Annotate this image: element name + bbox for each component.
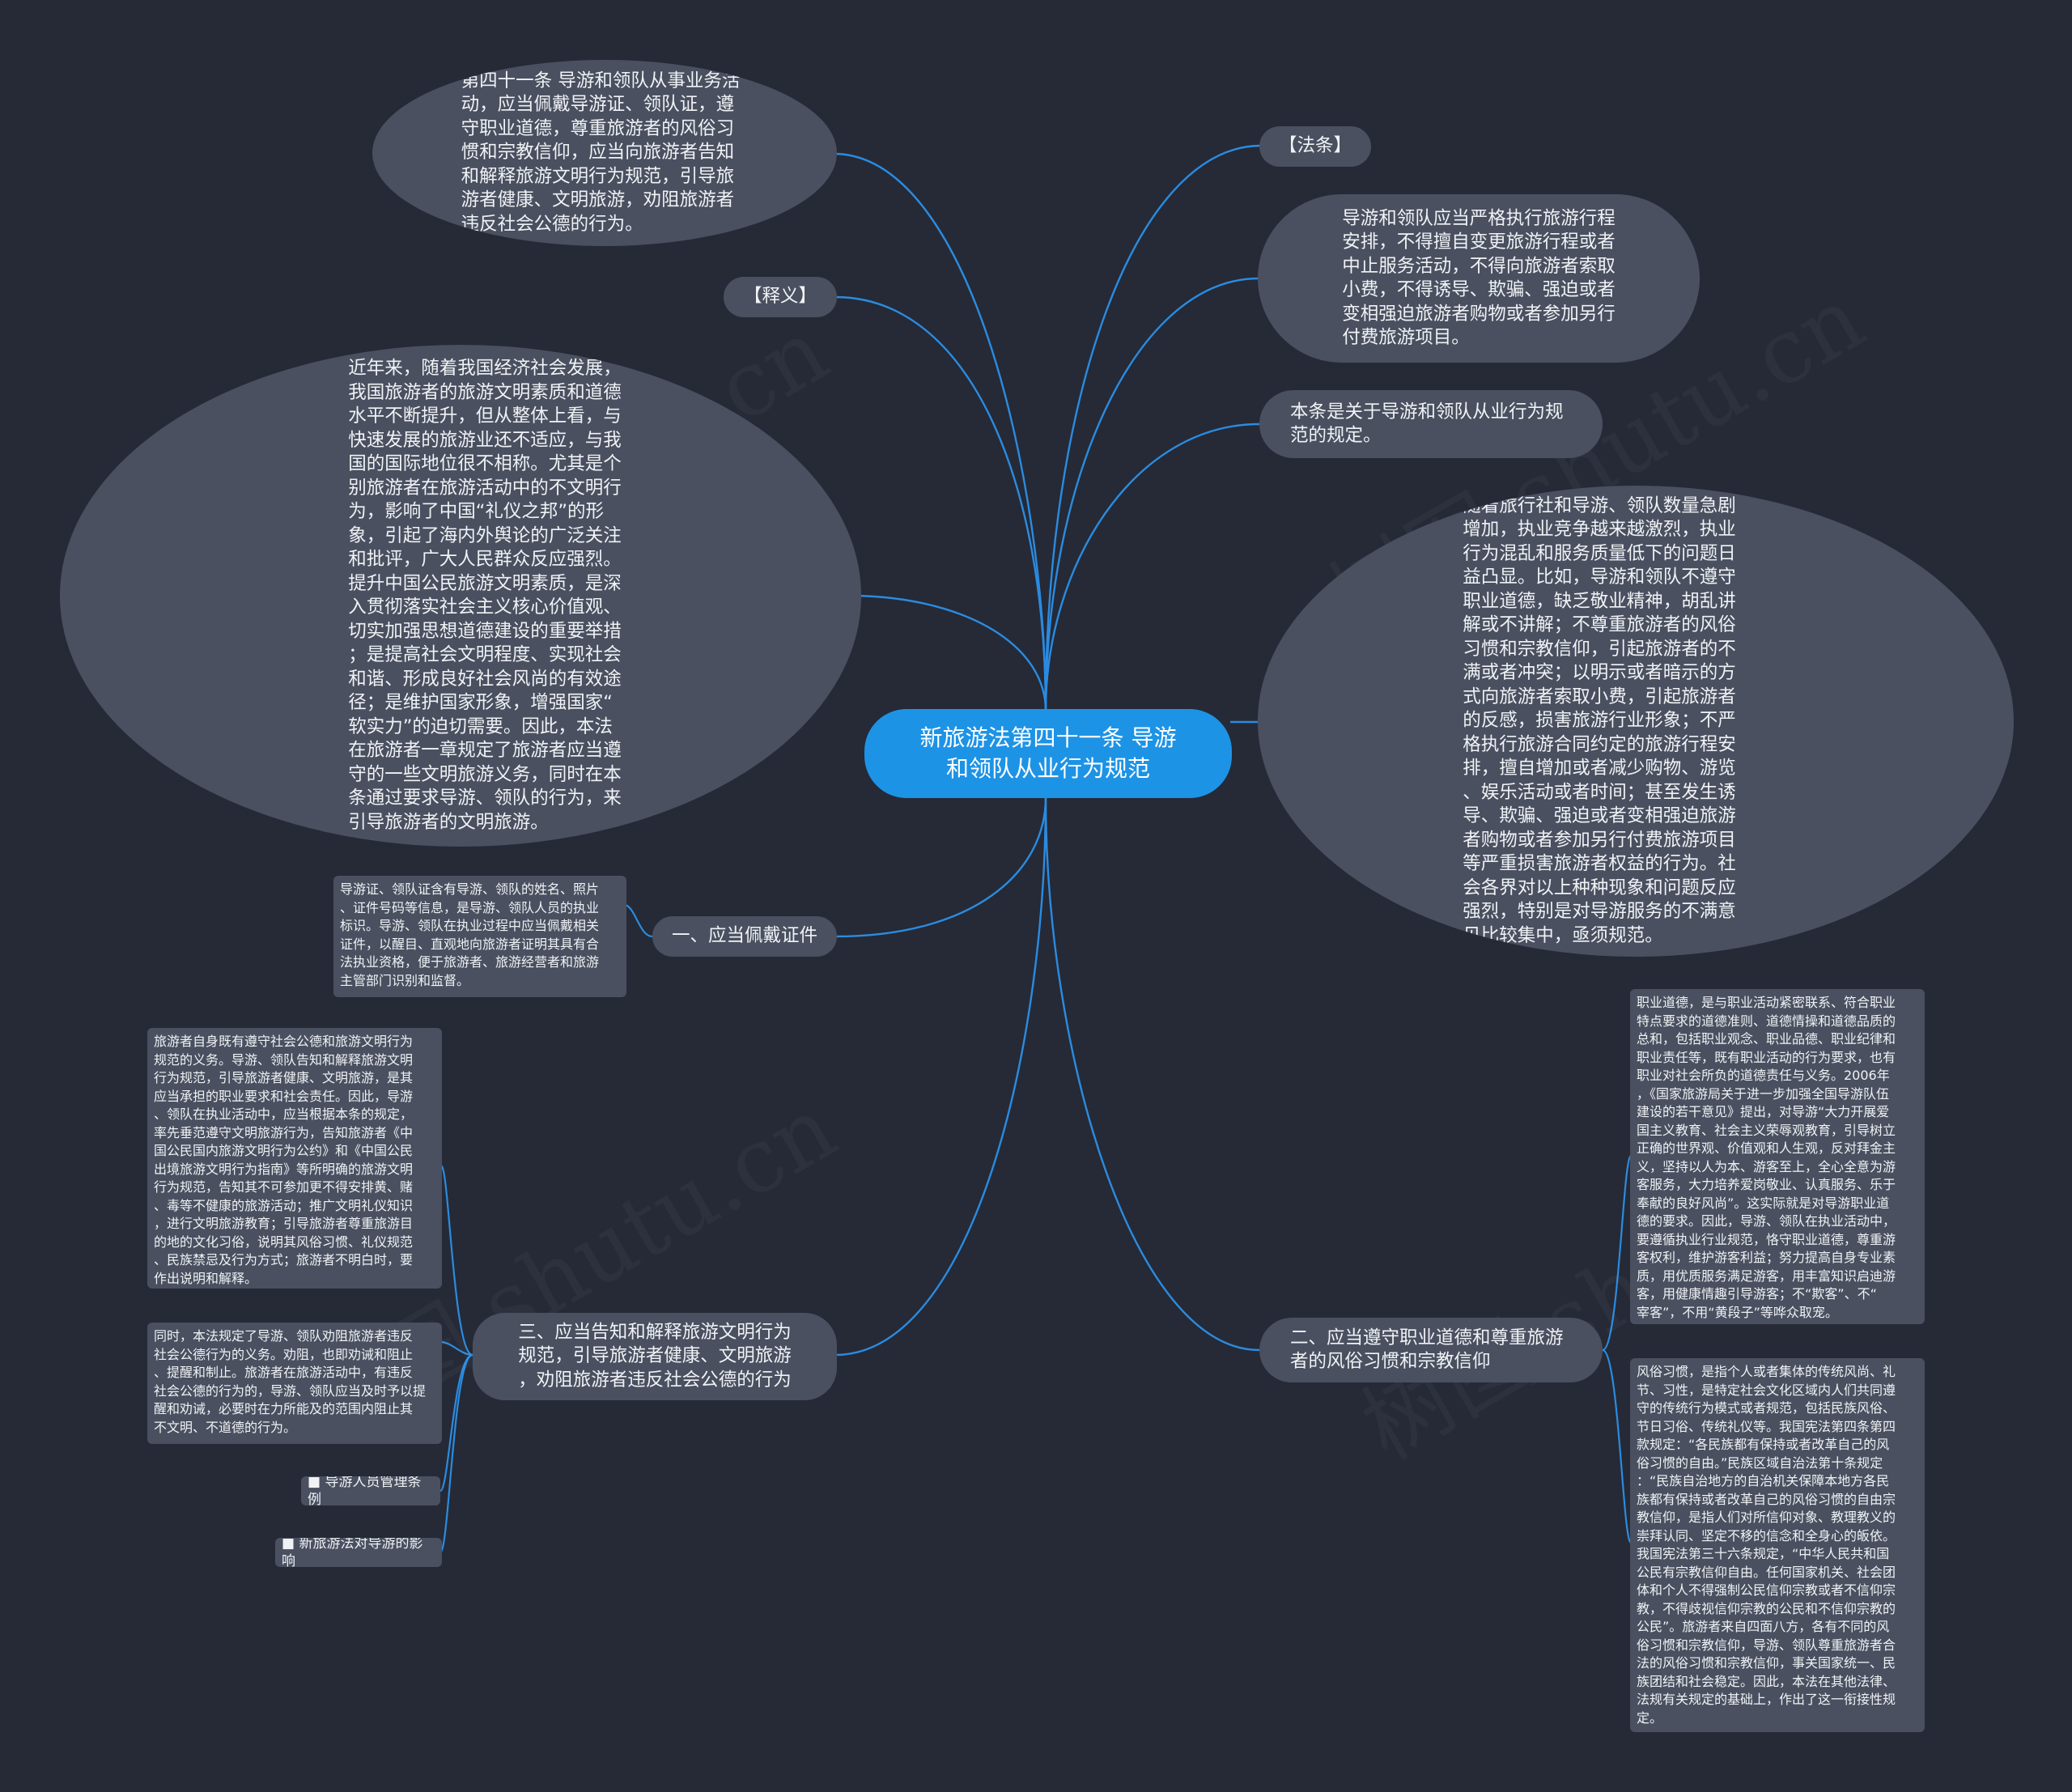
branch1-node[interactable]: 一、应当佩戴证件 <box>652 916 837 957</box>
edge-root-fatiao-text <box>1044 277 1259 711</box>
bracket-branch3-c <box>439 1353 473 1554</box>
bracket-branch2-b <box>1602 1348 1633 1544</box>
customs-note[interactable]: 风俗习惯，是指个人或者集体的传统风尚、礼 节、习性，是特定社会文化区域内人们共同… <box>1630 1358 1925 1732</box>
dissuade-note[interactable]: 同时，本法规定了导游、领队劝阻旅游者违反 社会公德行为的义务。劝阻，也即劝诫和阻… <box>147 1323 442 1444</box>
bracket-branch1 <box>624 903 653 938</box>
bracket-branch3-b <box>439 1353 473 1493</box>
edge-root-shiyi-text <box>857 594 1047 711</box>
customs-note-text: 风俗习惯，是指个人或者集体的传统风尚、礼 节、习性，是特定社会文化区域内人们共同… <box>1637 1364 1896 1726</box>
bracket-branch3-left <box>439 1164 473 1357</box>
summary-node[interactable]: 本条是关于导游和领队从业行为规 范的规定。 <box>1259 390 1603 458</box>
guide-note-text: 旅游者自身既有遵守社会公德和旅游文明行为 规范的义务。导游、领队告知和解释旅游文… <box>154 1034 414 1286</box>
branch2-label: 二、应当遵守职业道德和尊重旅游 者的风俗习惯和宗教信仰 <box>1290 1327 1564 1373</box>
branch3-node[interactable]: 三、应当告知和解释旅游文明行为 规范，引导旅游者健康、文明旅游 ，劝阻旅游者违反… <box>473 1313 837 1400</box>
edge-root-branch3 <box>834 796 1047 1357</box>
background-text: 随着旅行社和导游、领队数量急剧 增加，执业竞争越来越激烈，执业 行为混乱和服务质… <box>1463 495 1736 946</box>
branch3-label: 三、应当告知和解释旅游文明行为 规范，引导旅游者健康、文明旅游 ，劝阻旅游者违反… <box>518 1321 792 1391</box>
edge-root-branch2 <box>1044 796 1260 1352</box>
shiyi-label-node[interactable]: 【释义】 <box>724 277 837 317</box>
article-text-node[interactable]: 第四十一条 导游和领队从事业务活 动，应当佩戴导游证、领队证，遵 守职业道德，尊… <box>372 60 837 246</box>
bracket-branch3-a <box>441 1340 473 1357</box>
related-link-2-text: ■ 新旅游法对导游的影响 <box>282 1538 423 1567</box>
edge-root-branch1 <box>834 796 1047 938</box>
edge-root-summary <box>1044 423 1260 711</box>
fatiao-text-node[interactable]: 导游和领队应当严格执行旅游行程 安排，不得擅自变更旅游行程或者 中止服务活动，不… <box>1258 194 1700 363</box>
guide-note[interactable]: 旅游者自身既有遵守社会公德和旅游文明行为 规范的义务。导游、领队告知和解释旅游文… <box>147 1028 442 1289</box>
dissuade-note-text: 同时，本法规定了导游、领队劝阻旅游者违反 社会公德行为的义务。劝阻，也即劝诫和阻… <box>154 1328 427 1435</box>
article-text: 第四十一条 导游和领队从事业务活 动，应当佩戴导游证、领队证，遵 守职业道德，尊… <box>461 70 741 235</box>
edge-root-article <box>833 152 1047 711</box>
shiyi-text-node[interactable]: 近年来，随着我国经济社会发展， 我国旅游者的旅游文明素质和道德 水平不断提升，但… <box>60 345 861 847</box>
summary-text: 本条是关于导游和领队从业行为规 范的规定。 <box>1290 401 1564 447</box>
related-link-1[interactable]: ■ 导游人员管理条例 <box>301 1476 440 1505</box>
branch2-node[interactable]: 二、应当遵守职业道德和尊重旅游 者的风俗习惯和宗教信仰 <box>1259 1318 1603 1382</box>
related-link-2[interactable]: ■ 新旅游法对导游的影响 <box>275 1538 442 1567</box>
fatiao-label: 【法条】 <box>1278 135 1352 157</box>
branch1-label: 一、应当佩戴证件 <box>671 925 817 947</box>
fatiao-label-node[interactable]: 【法条】 <box>1259 126 1371 167</box>
edge-root-shiyi <box>834 295 1047 711</box>
license-note-text: 导游证、领队证含有导游、领队的姓名、照片 、证件号码等信息，是导游、领队人员的执… <box>340 881 600 988</box>
edge-root-fatiao <box>1044 144 1262 711</box>
bracket-branch2-a <box>1602 1154 1633 1352</box>
root-title: 新旅游法第四十一条 导游 和领队从业行为规范 <box>919 724 1177 782</box>
ethics-note-text: 职业道德，是与职业活动紧密联系、符合职业 特点要求的道德准则、道德情操和道德品质… <box>1637 995 1896 1320</box>
background-node[interactable]: 随着旅行社和导游、领队数量急剧 增加，执业竞争越来越激烈，执业 行为混乱和服务质… <box>1258 486 2014 957</box>
fatiao-text: 导游和领队应当严格执行旅游行程 安排，不得擅自变更旅游行程或者 中止服务活动，不… <box>1342 207 1616 349</box>
shiyi-text: 近年来，随着我国经济社会发展， 我国旅游者的旅游文明素质和道德 水平不断提升，但… <box>348 358 622 833</box>
shiyi-label: 【释义】 <box>743 286 817 308</box>
related-link-1-text: ■ 导游人员管理条例 <box>308 1476 422 1505</box>
ethics-note[interactable]: 职业道德，是与职业活动紧密联系、符合职业 特点要求的道德准则、道德情操和道德品质… <box>1630 989 1925 1324</box>
license-note[interactable]: 导游证、领队证含有导游、领队的姓名、照片 、证件号码等信息，是导游、领队人员的执… <box>333 876 626 997</box>
root-topic[interactable]: 新旅游法第四十一条 导游 和领队从业行为规范 <box>864 709 1232 798</box>
